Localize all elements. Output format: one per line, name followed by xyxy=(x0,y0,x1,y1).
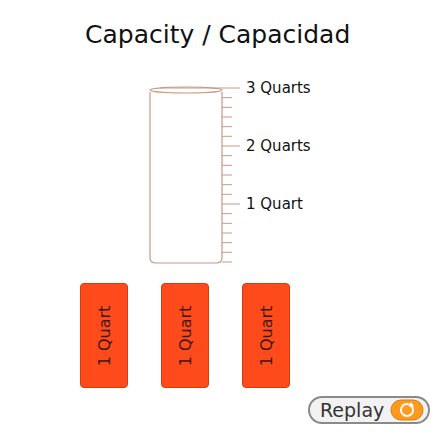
quart-container: 1 Quart xyxy=(80,283,128,388)
scale-tick xyxy=(222,175,232,176)
scale-tick xyxy=(222,117,232,118)
scale-tick xyxy=(222,136,232,137)
scale-tick xyxy=(222,213,232,214)
title: Capacity / Capacidad xyxy=(85,20,350,49)
scale-tick xyxy=(222,242,232,243)
button-label: Replay xyxy=(320,398,384,422)
scale-tick xyxy=(222,223,232,224)
quart-label: 1 Quart xyxy=(257,305,276,366)
container-outline xyxy=(150,92,222,263)
scale-tick xyxy=(222,184,232,185)
scale-label: 1 Quart xyxy=(245,195,304,213)
replay-icon xyxy=(390,399,424,421)
scale-tick xyxy=(222,204,240,205)
scale-tick xyxy=(222,97,232,98)
icon-pill xyxy=(391,400,423,420)
quart-container: 1 Quart xyxy=(242,283,290,388)
scale-tick xyxy=(222,194,232,195)
scale-tick xyxy=(222,107,232,108)
scale-tick xyxy=(222,252,232,253)
scale-tick xyxy=(222,262,232,263)
scale-tick xyxy=(222,88,240,89)
replay-button: Replay xyxy=(308,396,430,424)
quart-label: 1 Quart xyxy=(95,305,114,366)
scale-tick xyxy=(222,146,240,147)
quart-container: 1 Quart xyxy=(161,283,209,388)
scale-tick xyxy=(222,126,232,127)
scale-tick xyxy=(222,165,232,166)
scale-tick xyxy=(222,233,232,234)
container-rim xyxy=(150,87,222,93)
scale-ticks xyxy=(160,88,240,262)
scale-label: 2 Quarts xyxy=(245,137,312,155)
scale-tick xyxy=(222,155,232,156)
quart-label: 1 Quart xyxy=(176,305,195,366)
scale-label: 3 Quarts xyxy=(245,79,312,97)
icon-arrow xyxy=(409,402,414,407)
